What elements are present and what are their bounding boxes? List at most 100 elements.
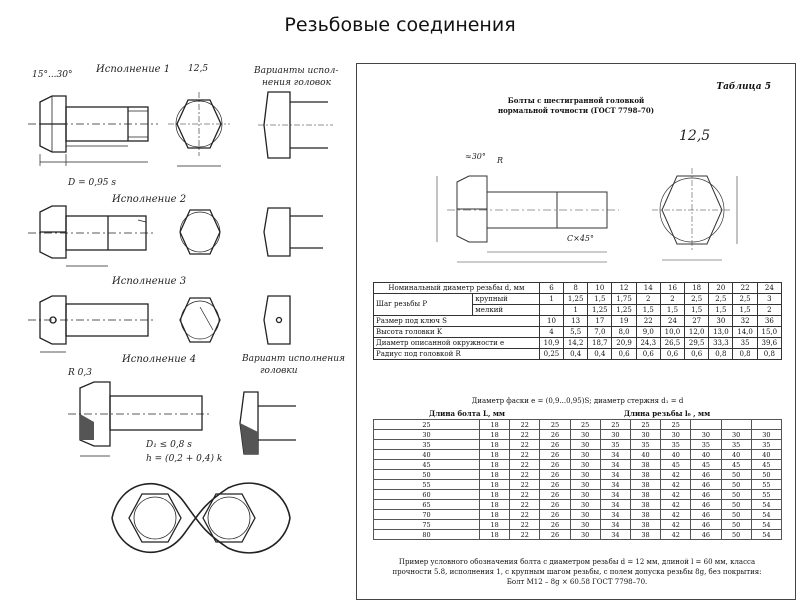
spec-cell: 0,6	[635, 348, 661, 360]
spec-cell: 13	[563, 315, 589, 327]
thread-length-cell: 38	[629, 499, 662, 510]
spec-cell: 32	[732, 315, 758, 327]
thread-length-cell: 30	[569, 469, 601, 480]
spec-cell: 14,0	[732, 326, 758, 338]
spec-cell: 1,5	[659, 304, 686, 316]
thread-length-cell: 38	[629, 459, 662, 470]
spec-cell: 24	[659, 315, 686, 327]
thread-length-cell: 30	[569, 459, 601, 470]
thread-length-cell: 46	[690, 529, 722, 540]
thread-length-cell: 30	[569, 439, 601, 450]
thread-length-cell: 26	[539, 509, 571, 520]
thread-length-cell: 18	[478, 509, 511, 520]
thread-length-cell: 34	[599, 459, 631, 470]
thread-length-cell: 22	[509, 419, 541, 430]
spec-cell: 0,4	[587, 348, 613, 360]
spec-d-cell: 16	[659, 282, 686, 294]
thread-length-cell: 30	[629, 429, 662, 440]
thread-length-cell: 26	[539, 449, 571, 460]
length-cell: 70	[373, 509, 480, 520]
thread-length-cell: 25	[569, 419, 601, 430]
thread-length-cell: 42	[660, 469, 692, 480]
spec-cell: 5,5	[563, 326, 589, 338]
thread-length-cell: 22	[509, 439, 541, 450]
spec-cell: 4	[538, 326, 565, 338]
spec-row-pitch-coarse: Шаг резьбы P крупный 1 1,25 1,5 1,75 2 2…	[372, 293, 783, 316]
thread-length-cell: 38	[629, 529, 662, 540]
thread-length-cell: 55	[750, 479, 783, 490]
head-variant-a	[258, 91, 333, 159]
spec-d-cell: 20	[708, 282, 734, 294]
thread-length-cell: 50	[720, 519, 752, 530]
spec-d-cell: 18	[684, 282, 710, 294]
table-title-line-1: Болты с шестигранной головкой	[507, 96, 645, 105]
spec-row-sublabel: мелкий	[472, 304, 540, 316]
thread-length-cell: 30	[569, 489, 601, 500]
spec-cell: 10,9	[538, 337, 565, 349]
thread-length-cell: 26	[539, 479, 571, 490]
thread-length-cell: 30	[599, 429, 631, 440]
thread-length-cell: 22	[509, 499, 541, 510]
length-cell: 45	[373, 459, 480, 470]
spec-row-label: Высота головки K	[373, 326, 540, 338]
thread-length-cell: 35	[629, 439, 662, 450]
thread-length-cell: 18	[478, 419, 511, 430]
spec-cell: 0,6	[684, 348, 710, 360]
length-cell: 25	[373, 419, 480, 430]
length-cell: 75	[373, 519, 480, 530]
length-cell: 55	[373, 479, 480, 490]
thread-length-cell: 34	[599, 499, 631, 510]
thread-length-cell: 30	[569, 529, 601, 540]
spec-cell: 27	[684, 315, 710, 327]
thread-length-cell: 22	[509, 469, 541, 480]
thread-length-cell: 22	[509, 459, 541, 470]
spec-cell: 1	[563, 304, 589, 316]
thread-length-cell: 25	[539, 419, 571, 430]
spec-cell: 1,5	[684, 304, 710, 316]
thread-length-cell: 50	[720, 499, 752, 510]
thread-length-cell: 42	[660, 479, 692, 490]
spec-row-label: Размер под ключ S	[373, 315, 540, 327]
spec-cell: 33,3	[708, 337, 734, 349]
spec-d-cell: 8	[563, 282, 589, 294]
spec-cell: 20,9	[611, 337, 637, 349]
thread-length-cell: 46	[690, 489, 722, 500]
table-title-line-2: нормальной точности (ГОСТ 7798–70)	[497, 106, 655, 115]
thread-length-cell: 46	[690, 479, 722, 490]
bolt-variants-drawing: Исполнение 1 15°...30° 12,5 Варианты исп…	[28, 62, 346, 594]
label-head-variants-1: Варианты испол-	[254, 66, 339, 76]
label-head-variants-2: нения головок	[262, 78, 331, 88]
thread-length-cell: 26	[539, 529, 571, 540]
label-formula-d1: D₁ ≤ 0,8 s	[146, 440, 192, 450]
bolt-variant-2-side	[28, 205, 156, 267]
thread-length-cell: 38	[629, 509, 662, 520]
label-chamfer: C×45°	[567, 234, 595, 243]
thread-length-cell	[690, 419, 722, 430]
head-variant-b	[263, 207, 323, 257]
thread-length-cell: 55	[750, 489, 783, 500]
thread-length-cell: 22	[509, 529, 541, 540]
spec-cell: 29,5	[684, 337, 710, 349]
label-roughness-right: 12,5	[679, 128, 711, 144]
thread-length-cell: 18	[478, 499, 511, 510]
spec-d-cell: 24	[756, 282, 783, 294]
thread-length-cell: 34	[599, 449, 631, 460]
thread-length-cell: 35	[690, 439, 722, 450]
spec-row-label: Радиус под головкой R	[373, 348, 540, 360]
spec-cell: 1,5	[732, 304, 758, 316]
label-variant-4: Исполнение 4	[122, 354, 197, 365]
spec-d-cell: 6	[538, 282, 565, 294]
bolt-side-view	[436, 175, 619, 263]
formula-note: Диаметр фаски e = (0,9...0,95)S; диаметр…	[471, 397, 684, 405]
label-r: R 0,3	[68, 368, 92, 378]
spec-row-circumscribed: Диаметр описанной окружности e 10,9 14,2…	[373, 337, 783, 349]
spec-cell: 0,6	[659, 348, 686, 360]
thread-length-cell: 46	[690, 499, 722, 510]
thread-length-cell: 50	[720, 469, 752, 480]
thread-length-cell: 22	[509, 519, 541, 530]
bolt-variant-3-hex	[179, 297, 221, 343]
thread-length-cell: 18	[478, 459, 511, 470]
spec-cell: 26,5	[659, 337, 686, 349]
